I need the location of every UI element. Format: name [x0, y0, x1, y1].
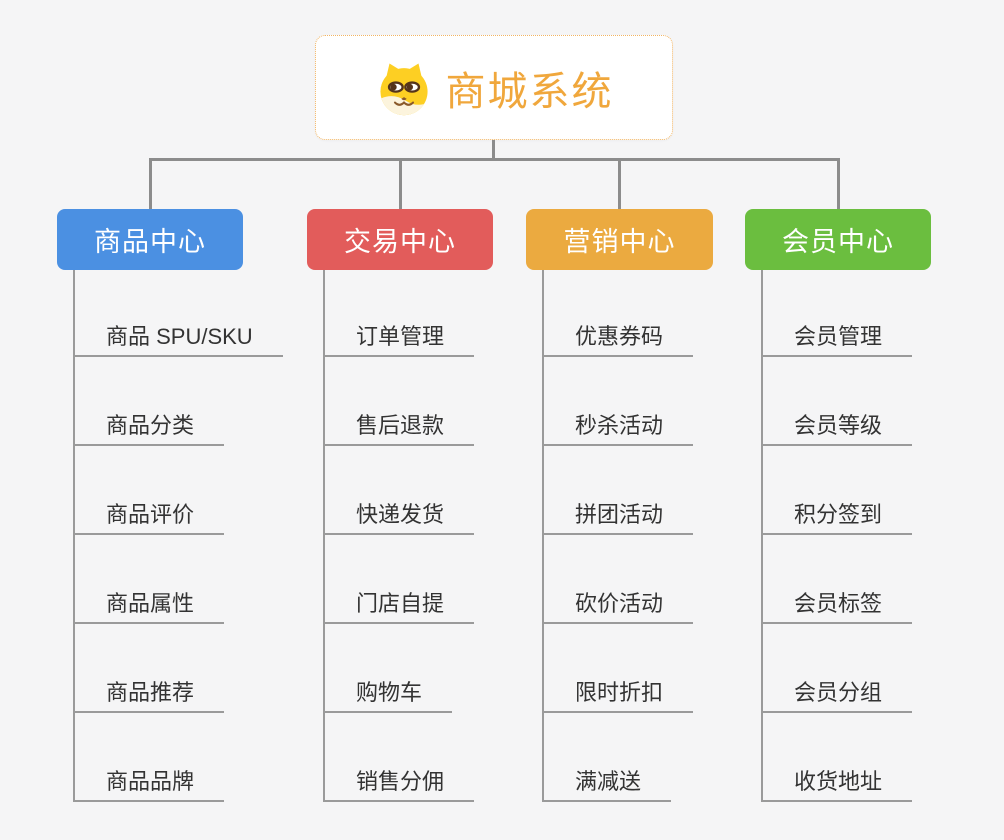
- branch-stem-connector-1: [148, 158, 152, 209]
- leaf-item[interactable]: 拼团活动: [542, 502, 694, 535]
- leaf-item[interactable]: 会员分组: [761, 680, 913, 713]
- bus-connector: [148, 158, 840, 161]
- dog-face-icon: [375, 59, 433, 117]
- branch-node-3[interactable]: 营销中心: [526, 209, 713, 270]
- leaf-item[interactable]: 商品推荐: [73, 680, 225, 713]
- leaf-item[interactable]: 商品分类: [73, 413, 225, 446]
- leaf-item[interactable]: 会员管理: [761, 324, 913, 357]
- leaf-item[interactable]: 收货地址: [761, 769, 913, 802]
- branch-stem-connector-2: [398, 158, 402, 209]
- branch-node-2[interactable]: 交易中心: [307, 209, 493, 270]
- leaf-item[interactable]: 售后退款: [323, 413, 475, 446]
- branch-stem-connector-4: [836, 158, 840, 209]
- branch-node-1[interactable]: 商品中心: [57, 209, 243, 270]
- leaf-item[interactable]: 门店自提: [323, 591, 475, 624]
- leaf-line-connector-3: [542, 270, 544, 802]
- leaf-line-connector-1: [73, 270, 75, 802]
- leaf-item[interactable]: 限时折扣: [542, 680, 694, 713]
- root-title: 商城系统: [445, 69, 614, 114]
- root-stem-connector: [492, 140, 495, 158]
- leaf-item[interactable]: 积分签到: [761, 502, 913, 535]
- branch-node-4[interactable]: 会员中心: [745, 209, 931, 270]
- leaf-item[interactable]: 销售分佣: [323, 769, 475, 802]
- leaf-item[interactable]: 快递发货: [323, 502, 475, 535]
- leaf-item[interactable]: 商品 SPU/SKU: [73, 324, 283, 357]
- leaf-item[interactable]: 商品评价: [73, 502, 225, 535]
- leaf-line-connector-4: [761, 270, 763, 802]
- leaf-item[interactable]: 订单管理: [323, 324, 475, 357]
- leaf-item[interactable]: 购物车: [323, 680, 453, 713]
- leaf-line-connector-2: [323, 270, 325, 802]
- leaf-item[interactable]: 优惠券码: [542, 324, 694, 357]
- leaf-item[interactable]: 会员等级: [761, 413, 913, 446]
- branch-stem-connector-3: [618, 158, 621, 209]
- leaf-item[interactable]: 秒杀活动: [542, 413, 694, 446]
- leaf-item[interactable]: 会员标签: [761, 591, 913, 624]
- leaf-item[interactable]: 满减送: [542, 769, 672, 802]
- leaf-item[interactable]: 商品属性: [73, 591, 225, 624]
- root-node[interactable]: 商城系统: [315, 35, 673, 140]
- leaf-item[interactable]: 砍价活动: [542, 591, 694, 624]
- leaf-item[interactable]: 商品品牌: [73, 769, 225, 802]
